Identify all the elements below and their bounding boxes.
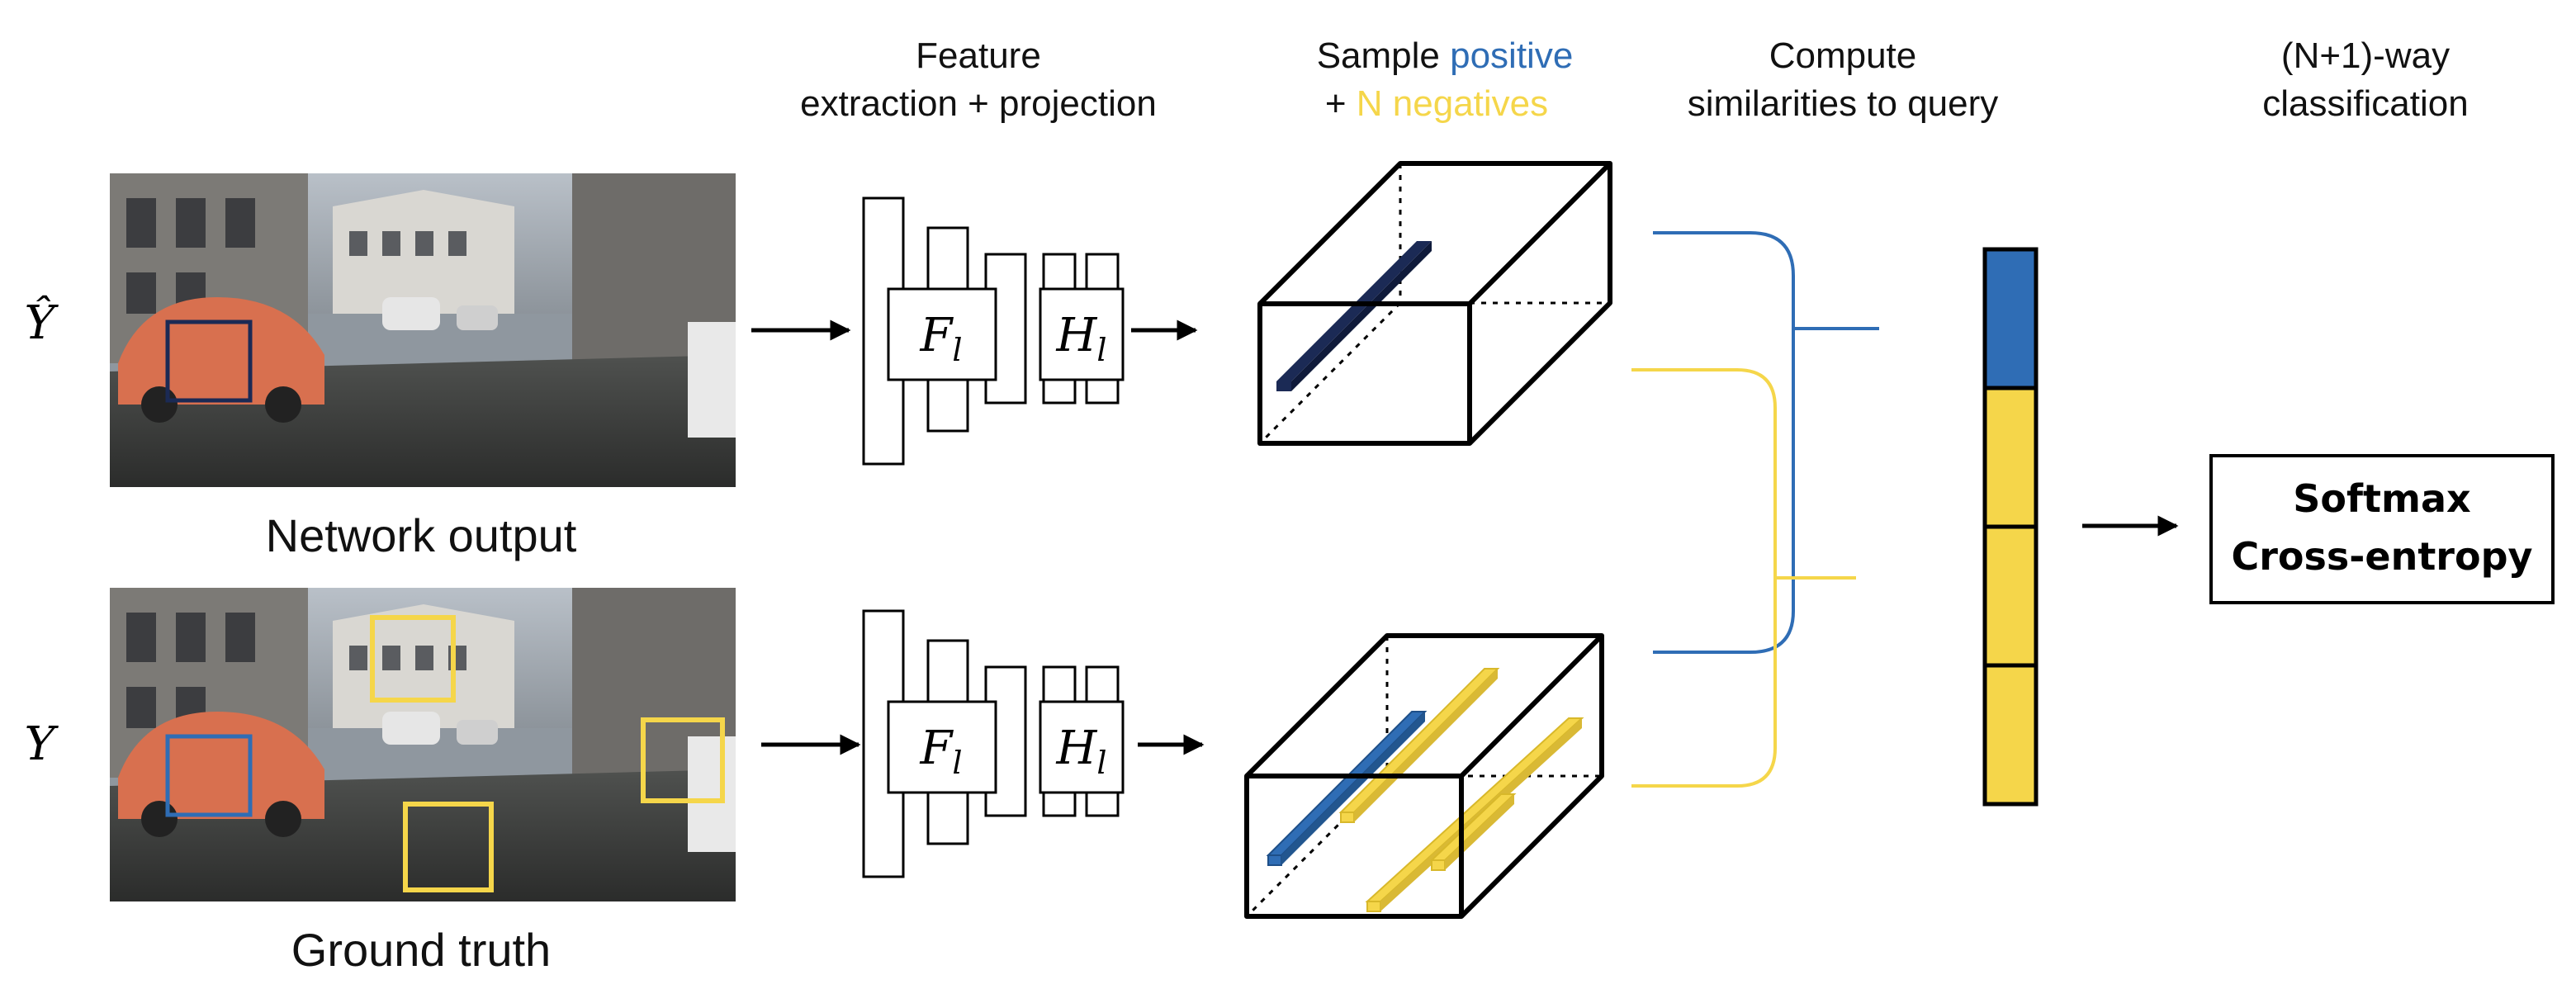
positive-box <box>165 734 253 817</box>
feature-extractor-label: Fl <box>919 722 962 781</box>
header-sample-line2: + N negatives <box>1325 83 1548 124</box>
header-feature-line2: extraction + projection <box>800 83 1157 124</box>
positive-logit-cell <box>1982 247 2039 390</box>
feature-extractor-label: Fl <box>919 309 962 368</box>
header-compute-similarities: Compute similarities to query <box>1688 35 1999 124</box>
header-sample-negatives: N negatives <box>1357 83 1548 124</box>
projection-head-label: Hl <box>1056 722 1107 781</box>
projection-head-block <box>1039 287 1125 381</box>
header-classification-line2: classification <box>2262 83 2468 124</box>
logit-vector <box>1982 247 2039 807</box>
header-sample-plus: + <box>1325 83 1347 124</box>
output-caption: Network output <box>266 509 577 561</box>
feature-extractor-block <box>887 287 997 381</box>
negative-rod <box>1365 717 1584 912</box>
network-top <box>862 196 1125 466</box>
positive-rod <box>1266 711 1428 866</box>
negative-box <box>370 615 456 703</box>
negative-similarity-line <box>1631 368 1777 788</box>
output-symbol: Ŷ <box>25 295 59 350</box>
ground-truth-image <box>110 588 736 901</box>
similarity-lines <box>1631 231 1879 788</box>
feature-extractor-block <box>887 700 997 794</box>
header-sample: Sample positive + N negatives <box>1317 35 1574 124</box>
positive-similarity-line <box>1653 231 1795 654</box>
network-bottom <box>862 609 1125 878</box>
header-sample-word: Sample <box>1317 35 1440 76</box>
header-sample-line1: Sample positive <box>1317 35 1574 76</box>
negative-logit-cell <box>1982 386 2039 529</box>
projection-head-block <box>1039 700 1125 794</box>
truth-caption: Ground truth <box>291 924 551 976</box>
header-sample-positive: positive <box>1450 35 1573 76</box>
network-output-image <box>110 173 736 487</box>
softmax-cross-entropy-box: Softmax Cross-entropy <box>2209 454 2555 604</box>
header-feature-extraction: Feature extraction + projection <box>800 35 1157 124</box>
loss-line1: Softmax <box>2293 476 2470 521</box>
header-classification-line1: (N+1)-way <box>2281 35 2450 76</box>
feature-volume-top <box>1257 161 1612 446</box>
feature-volume-bottom <box>1244 633 1604 919</box>
header-feature-line1: Feature <box>916 35 1041 76</box>
query-box <box>165 319 253 403</box>
negative-rod <box>1338 668 1500 823</box>
header-compute-line1: Compute <box>1769 35 1917 76</box>
header-classification: (N+1)-way classification <box>2262 35 2468 124</box>
negative-logit-cell <box>1982 524 2039 668</box>
truth-symbol: Y <box>25 717 59 771</box>
negative-logit-cell <box>1982 663 2039 807</box>
projection-head-label: Hl <box>1056 309 1107 368</box>
negative-box <box>641 717 725 803</box>
header-compute-line2: similarities to query <box>1688 83 1999 124</box>
negative-box <box>403 802 494 892</box>
loss-line2: Cross-entropy <box>2231 534 2532 579</box>
